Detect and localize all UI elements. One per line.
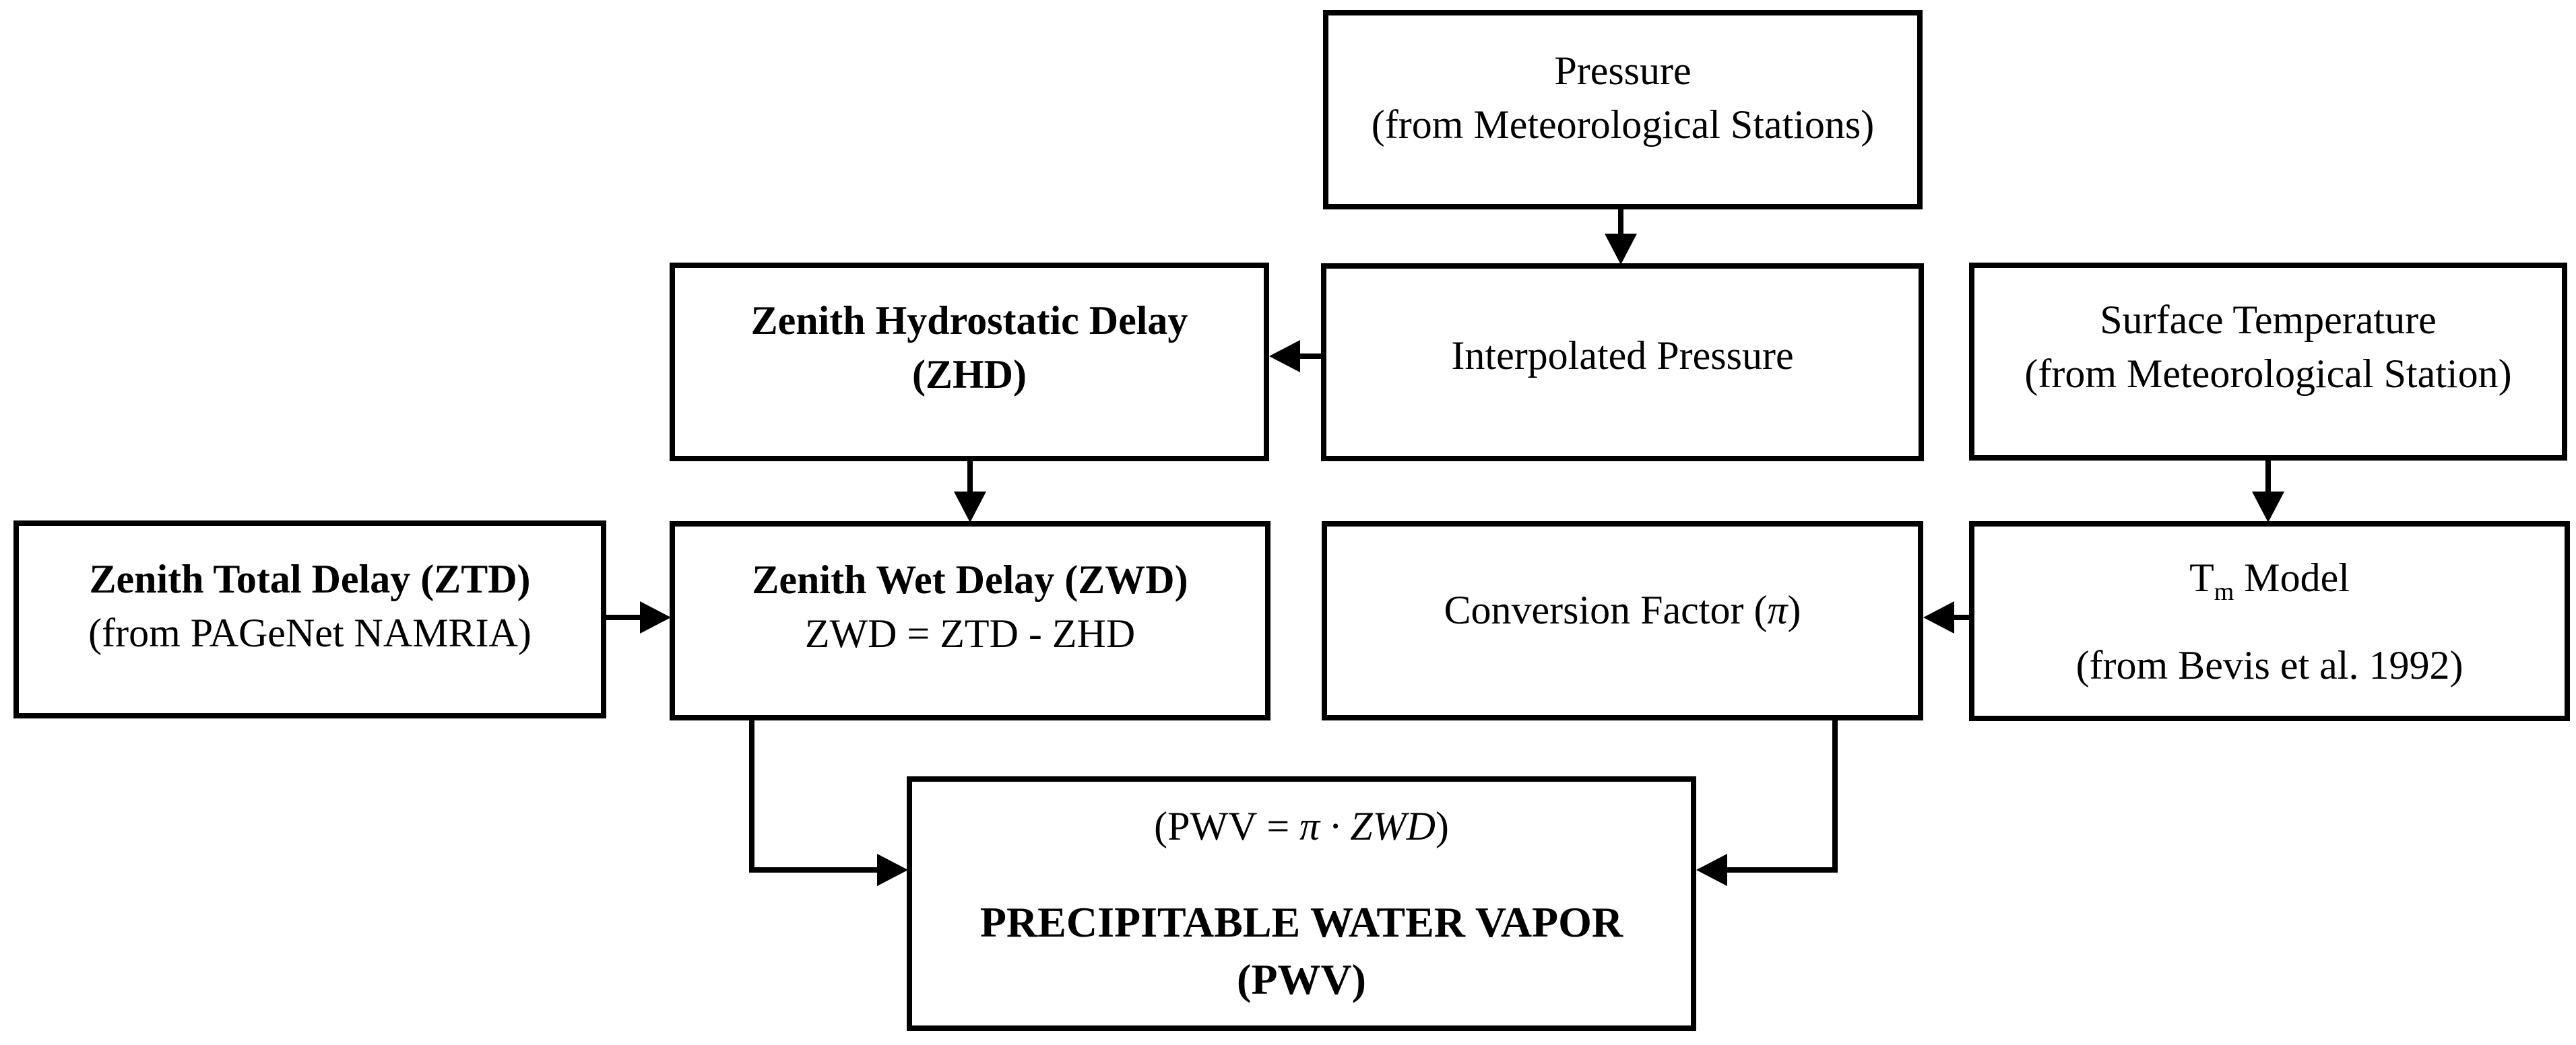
zenith-total-delay-box: Zenith Total Delay (ZTD) (from PAGeNet N… [13,520,606,718]
connector-conversion-to-pwv-arrowhead [1696,854,1727,886]
interpolated-pressure-box: Interpolated Pressure [1321,263,1924,461]
connector-interpolated-to-zhd-arrowhead [1269,340,1300,372]
surface-temperature-source-label: (from Meteorological Station) [2024,351,2512,396]
pressure-label: Pressure [1554,48,1692,93]
zhd-abbrev-label: (ZHD) [912,351,1027,397]
pressure-box: Pressure (from Meteorological Stations) [1323,10,1923,209]
zenith-wet-delay-box: Zenith Wet Delay (ZWD) ZWD = ZTD - ZHD [670,521,1270,720]
conversion-factor-box: Conversion Factor (π) [1322,521,1923,720]
ztd-source-label: (from PAGeNet NAMRIA) [88,611,532,655]
surface-temperature-label: Surface Temperature [2100,298,2437,342]
tm-model-word: Model [2234,555,2350,600]
zwd-label: Zenith Wet Delay (ZWD) [752,558,1188,602]
connector-conversion-to-pwv-hline [1727,867,1838,873]
tm-subscript: m [2214,577,2234,606]
pwv-formula-suffix: ) [1435,804,1449,848]
conversion-factor-text: Conversion Factor ( [1444,588,1768,632]
tm-model-source-label: (from Bevis et al. 1992) [2075,642,2464,687]
conversion-factor-paren: ) [1787,588,1801,632]
connector-conversion-to-pwv-vline [1832,720,1838,873]
connector-zwd-to-pwv-hline [749,867,878,873]
pwv-formula: (PWV = π · ZWD) [1154,799,1449,853]
connector-tm-to-conversion-arrowhead [1923,601,1954,634]
tm-t: T [2189,555,2214,600]
surface-temperature-box: Surface Temperature (from Meteorological… [1969,263,2567,461]
zwd-equation-label: ZWD = ZTD - ZHD [804,611,1136,656]
connector-zwd-to-pwv-vline [749,720,754,873]
connector-pressure-to-interpolated-line [1618,209,1623,235]
connector-zhd-to-zwd-line [967,461,973,493]
ztd-label: Zenith Total Delay (ZTD) [89,557,531,601]
connector-interpolated-to-zhd-line [1299,353,1322,359]
zenith-hydrostatic-delay-box: Zenith Hydrostatic Delay (ZHD) [670,263,1269,461]
connector-surface-temp-to-tm-line [2265,461,2271,493]
conversion-factor-label: Conversion Factor (π) [1444,583,1801,637]
connector-ztd-to-zwd-line [606,615,641,620]
pwv-formula-italic: π · ZWD [1299,804,1436,848]
pwv-formula-prefix: (PWV = [1154,804,1300,848]
connector-surface-temp-to-tm-arrowhead [2252,492,2284,522]
pi-symbol: π [1767,588,1788,632]
pwv-abbrev-label: (PWV) [1237,955,1366,1003]
zhd-label: Zenith Hydrostatic Delay [750,298,1188,343]
connector-ztd-to-zwd-arrowhead [640,601,671,634]
connector-zhd-to-zwd-arrowhead [954,492,986,522]
pwv-title: PRECIPITABLE WATER VAPOR [979,898,1623,946]
pressure-source-label: (from Meteorological Stations) [1371,102,1875,147]
connector-tm-to-conversion-line [1953,615,1970,620]
tm-model-label: Tm Model [2189,551,2350,605]
interpolated-pressure-label: Interpolated Pressure [1451,333,1794,378]
connector-pressure-to-interpolated-arrowhead [1605,234,1637,265]
pwv-box: (PWV = π · ZWD) PRECIPITABLE WATER VAPOR… [907,776,1696,1031]
connector-zwd-to-pwv-arrowhead [877,854,908,886]
tm-model-box: Tm Model (from Bevis et al. 1992) [1969,521,2570,721]
